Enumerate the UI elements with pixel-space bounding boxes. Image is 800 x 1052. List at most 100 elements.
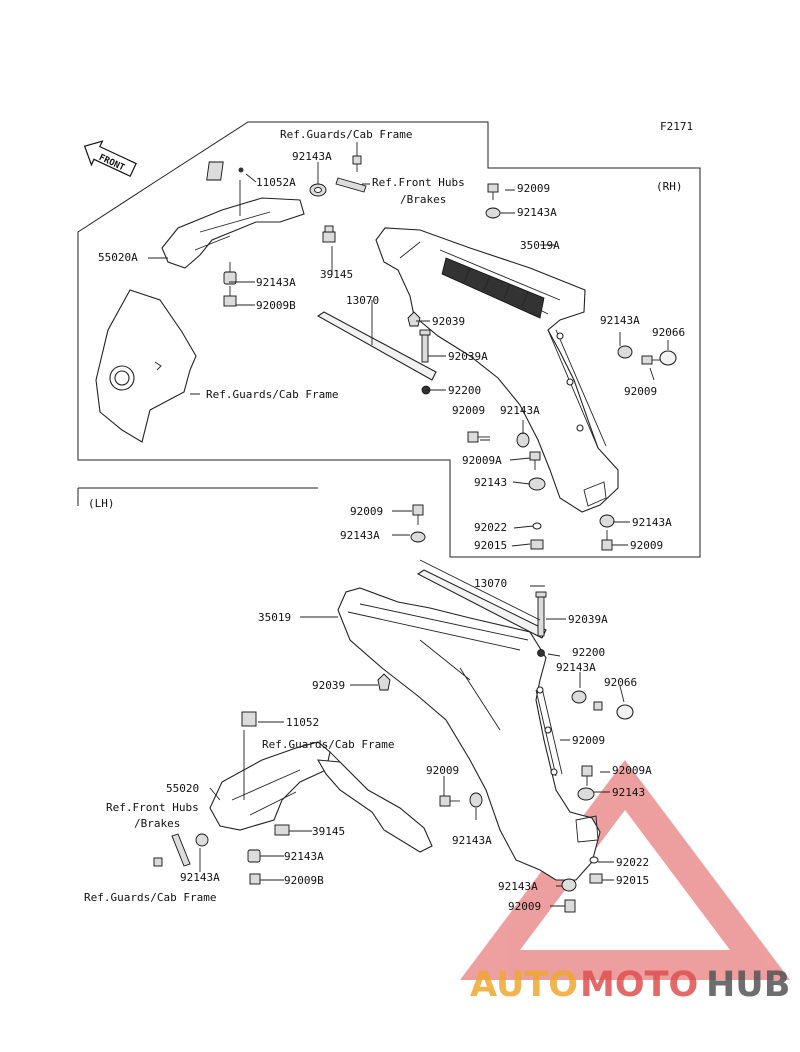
- rh-leaders: [148, 142, 669, 547]
- svg-text:92009A: 92009A: [612, 764, 652, 777]
- svg-text:MOTO: MOTO: [580, 965, 698, 1005]
- bolt-92009-rh3: [601, 530, 613, 551]
- svg-text:92009: 92009: [624, 385, 657, 398]
- svg-text:92143A: 92143A: [256, 276, 296, 289]
- svg-text:11052A: 11052A: [256, 176, 296, 189]
- svg-text:Ref.Guards/Cab Frame: Ref.Guards/Cab Frame: [84, 891, 216, 904]
- bolt-92009-lh-top: [412, 504, 424, 525]
- svg-text:92143A: 92143A: [500, 404, 540, 417]
- svg-text:92039A: 92039A: [568, 613, 608, 626]
- svg-text:92039: 92039: [432, 315, 465, 328]
- svg-text:92039A: 92039A: [448, 350, 488, 363]
- svg-text:92009B: 92009B: [284, 874, 324, 887]
- svg-text:11052: 11052: [286, 716, 319, 729]
- grommet-92143a-top2: [485, 207, 501, 219]
- svg-text:Ref.Guards/Cab Frame: Ref.Guards/Cab Frame: [206, 388, 338, 401]
- rivet-92039a: [419, 329, 431, 363]
- washer-92022-rh: [532, 522, 542, 530]
- watermark-logo: AUTO MOTO HUB: [470, 965, 790, 1005]
- grommet-92143a-lh-low: [247, 849, 261, 863]
- bolt-92009-lh-mid: [439, 795, 460, 807]
- grommet-92143a-rh3: [599, 514, 615, 528]
- svg-text:35019: 35019: [258, 611, 291, 624]
- svg-text:92066: 92066: [652, 326, 685, 339]
- svg-text:92009: 92009: [508, 900, 541, 913]
- section-lh: (LH): [88, 497, 115, 510]
- grommet-92143-rh: [528, 477, 546, 491]
- cap-92066-lh: [616, 704, 634, 720]
- bolt-92009-lh-bot: [564, 899, 576, 913]
- bolt-92009a-lh: [581, 765, 593, 786]
- svg-text:/Brakes: /Brakes: [400, 193, 446, 206]
- svg-text:92009: 92009: [517, 182, 550, 195]
- bracket-55020a: [161, 197, 305, 269]
- svg-text:92066: 92066: [604, 676, 637, 689]
- washer-92022-lh: [589, 856, 599, 864]
- grommet-92143a-lh-left: [195, 833, 209, 847]
- rod-front-hubs-lh: [153, 833, 191, 867]
- svg-text:Ref.Front Hubs: Ref.Front Hubs: [372, 176, 465, 189]
- svg-text:Ref.Guards/Cab Frame: Ref.Guards/Cab Frame: [280, 128, 412, 141]
- rh-frame: [77, 121, 701, 558]
- grommet-92143a-lh-mid: [469, 792, 483, 808]
- lh-leaders: [199, 510, 625, 907]
- nut-92015-rh: [530, 539, 544, 550]
- grommet-92143-lh: [577, 787, 595, 801]
- lh-frame: [77, 487, 318, 506]
- grommet-92143a-rh: [617, 345, 633, 359]
- svg-text:92022: 92022: [616, 856, 649, 869]
- svg-text:Ref.Guards/Cab Frame: Ref.Guards/Cab Frame: [262, 738, 394, 751]
- svg-text:92009: 92009: [572, 734, 605, 747]
- nut-92015-lh: [589, 873, 603, 884]
- svg-text:92143A: 92143A: [452, 834, 492, 847]
- svg-text:Ref.Front Hubs: Ref.Front Hubs: [106, 801, 199, 814]
- bolt-92009b: [223, 286, 237, 307]
- bolt-92009a-rh: [529, 451, 541, 470]
- svg-text:92143A: 92143A: [556, 661, 596, 674]
- svg-text:92015: 92015: [474, 539, 507, 552]
- svg-text:92143A: 92143A: [600, 314, 640, 327]
- svg-text:92009: 92009: [630, 539, 663, 552]
- svg-text:92009B: 92009B: [256, 299, 296, 312]
- section-rh: (RH): [656, 180, 683, 193]
- fender-35019: [337, 587, 601, 881]
- svg-text:92009: 92009: [452, 404, 485, 417]
- panel-55020-rear: [316, 759, 433, 853]
- svg-text:92022: 92022: [474, 521, 507, 534]
- svg-text:92039: 92039: [312, 679, 345, 692]
- rh-labels: Ref.Guards/Cab Frame 92143A 11052A Ref.F…: [98, 128, 685, 552]
- grommet-92143a-lh-top: [410, 531, 426, 543]
- bolt-92009-rh: [641, 355, 660, 365]
- svg-text:92009: 92009: [350, 505, 383, 518]
- svg-text:/Brakes: /Brakes: [134, 817, 180, 830]
- svg-text:92143A: 92143A: [284, 850, 324, 863]
- grommet-92143a-lh-bot: [561, 878, 577, 892]
- svg-text:92200: 92200: [572, 646, 605, 659]
- lh-labels: 92009 92143A 13070 35019 92039A 92200 92…: [84, 505, 652, 913]
- bracket-55020: [209, 741, 331, 831]
- svg-text:HUB: HUB: [706, 965, 790, 1005]
- clip-39145-lh: [274, 824, 290, 836]
- rod-front-hubs: [335, 177, 367, 193]
- grommet-92143a-lh: [571, 690, 587, 704]
- bolt-92009-lh: [593, 701, 603, 711]
- svg-text:92009: 92009: [426, 764, 459, 777]
- svg-text:92143: 92143: [474, 476, 507, 489]
- figure-code: F2171: [660, 120, 693, 133]
- grommet-92143a-rh2: [516, 432, 530, 448]
- front-arrow-icon: FRONT: [83, 140, 137, 178]
- grommet-92143a-top: [309, 183, 327, 197]
- rivet-92039: [407, 311, 421, 327]
- strip-13070-rh: [316, 311, 437, 381]
- bolt-92009-rh2: [467, 431, 490, 443]
- svg-text:39145: 39145: [312, 825, 345, 838]
- bolt-92009b-lh: [249, 873, 261, 885]
- svg-text:35019A: 35019A: [520, 239, 560, 252]
- svg-text:92200: 92200: [448, 384, 481, 397]
- svg-text:39145: 39145: [320, 268, 353, 281]
- svg-text:AUTO: AUTO: [470, 965, 578, 1005]
- svg-text:13070: 13070: [346, 294, 379, 307]
- svg-text:55020: 55020: [166, 782, 199, 795]
- panel-55020a-lower: [95, 289, 197, 443]
